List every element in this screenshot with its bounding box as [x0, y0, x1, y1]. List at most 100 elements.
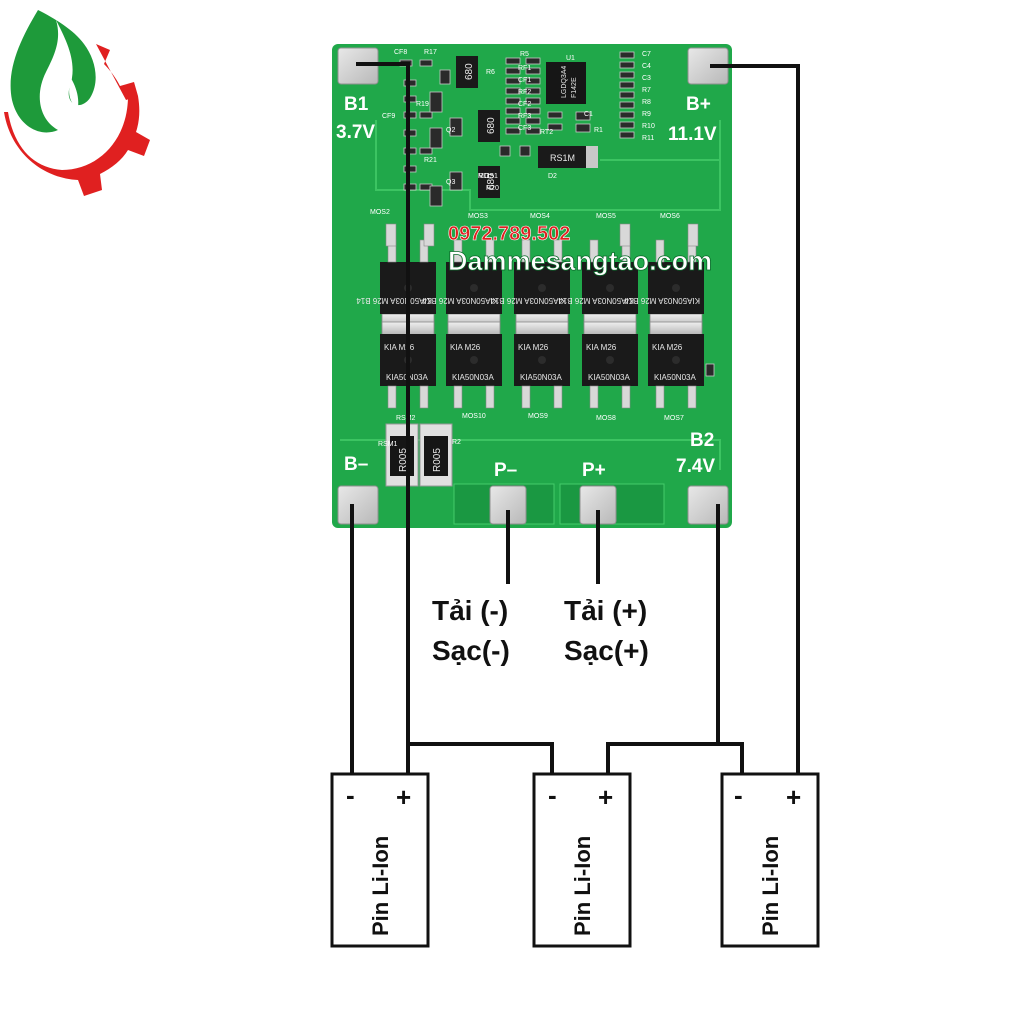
- ic-u1-marking: LGDQ3A4: [561, 66, 568, 98]
- silkscreen-ref: RSM1: [378, 441, 398, 448]
- smd-component: [439, 69, 451, 85]
- mosfet-leg: [453, 385, 463, 409]
- battery-cell-3: - + Pin Li-Ion: [720, 772, 820, 948]
- smd-component: [575, 111, 591, 121]
- silkscreen-ref: MOS1: [478, 173, 498, 180]
- charge-minus-label: Sạc(-): [432, 635, 510, 666]
- smd-component: [619, 51, 635, 59]
- shunt-marking: R005: [432, 448, 443, 472]
- pad-b2-name: B2: [690, 430, 714, 451]
- mosfet-marking: KIA50N03A M26 B14: [558, 296, 634, 305]
- smd-component: [619, 101, 635, 109]
- silkscreen-ref: R19: [416, 101, 429, 108]
- smd-component: [547, 111, 563, 119]
- silkscreen-ref: RF1: [518, 65, 531, 72]
- silkscreen-ref: R2: [452, 439, 461, 446]
- smd-component: [419, 147, 433, 155]
- silkscreen-ref: MOS7: [664, 415, 684, 422]
- battery-label: Pin Li-Ion: [758, 836, 783, 936]
- battery-body: [532, 772, 632, 948]
- mosfet-marking: KIA50N03A: [520, 373, 562, 382]
- mosfet: KIA M26: [514, 321, 570, 409]
- smd-component: [449, 171, 463, 191]
- mosfet-leg: [553, 239, 563, 263]
- diode-d2: [538, 146, 598, 168]
- smd-component: [619, 121, 635, 129]
- mosfet-marking: KIA50N03A M26 B14: [490, 296, 566, 305]
- flame-inner-icon: [47, 68, 79, 118]
- flame-gear-logo: [4, 10, 150, 196]
- mosfet-leg: [621, 385, 631, 409]
- pad-bminus-name: B–: [344, 454, 368, 475]
- pad-bminus: [337, 485, 379, 525]
- mosfet-dimple: [470, 284, 478, 292]
- mosfet: KIA M26: [446, 321, 502, 409]
- smd-component: [525, 67, 541, 75]
- mosfet-dimple: [672, 356, 680, 364]
- watermark-site: Dammesangtao.com: [448, 246, 712, 276]
- wire-b2-to-battery2-plus: [606, 504, 720, 780]
- battery-cell-2: - + Pin Li-Ion: [532, 772, 632, 948]
- smd-component: [519, 145, 531, 157]
- smd-component: [429, 91, 443, 113]
- pad-b1-voltage: 3.7V: [336, 122, 375, 143]
- smd-component: [505, 67, 521, 75]
- silkscreen-ref: C7: [642, 51, 651, 58]
- pcb-trace: [340, 439, 721, 470]
- mosfet-dimple: [538, 284, 546, 292]
- smd-component: [505, 77, 521, 85]
- battery-plus-terminal: +: [396, 782, 411, 812]
- pad-bplus-name: B+: [686, 94, 711, 115]
- mosfet-dimple: [470, 356, 478, 364]
- smd-component: [429, 185, 443, 207]
- silkscreen-ref: RT2: [540, 129, 553, 136]
- resistor-680-label: 680: [486, 117, 497, 134]
- smd-component: [505, 107, 521, 115]
- silkscreen-ref: C4: [642, 63, 651, 70]
- mosfet: KIA M26: [648, 321, 704, 409]
- mosfet: KIA M26: [380, 321, 436, 409]
- silkscreen-ref: R9: [642, 111, 651, 118]
- mosfet-leg: [385, 223, 397, 247]
- smd-component: [505, 117, 521, 125]
- silkscreen-ref: CF9: [382, 113, 395, 120]
- silkscreen-ref: R20: [486, 185, 499, 192]
- smd-component: [619, 61, 635, 69]
- charge-plus-label: Sạc(+): [564, 635, 649, 666]
- diode-d2-marking: RS1M: [550, 153, 575, 163]
- mosfet-marking: KIA50N03A: [588, 373, 630, 382]
- silkscreen-ref: C1: [584, 111, 593, 118]
- smd-component: [419, 59, 433, 67]
- pad-pplus-name: P+: [582, 460, 606, 481]
- mosfet-leg: [589, 385, 599, 409]
- smd-component: [575, 123, 591, 133]
- pad-pminus-name: P–: [494, 460, 517, 481]
- battery-minus-terminal: -: [346, 780, 355, 810]
- battery-minus-terminal: -: [548, 780, 557, 810]
- pcb-trace: [375, 120, 721, 211]
- silkscreen-ref: CF8: [394, 49, 407, 56]
- smd-component: [525, 97, 541, 105]
- pad-bplus-voltage: 11.1V: [668, 124, 717, 145]
- mosfet-leg: [419, 385, 429, 409]
- smd-component: [505, 127, 521, 135]
- mosfet-leg: [485, 385, 495, 409]
- resistor-680-label: 680: [464, 63, 475, 80]
- battery-label: Pin Li-Ion: [368, 836, 393, 936]
- silkscreen-ref: D2: [548, 173, 557, 180]
- mosfet-tab: [515, 321, 569, 337]
- wire-b1-to-battery1-plus: [356, 62, 410, 780]
- wire-b1-to-battery2-minus: [408, 742, 554, 780]
- silkscreen-ref: R1: [594, 127, 603, 134]
- smd-component: [525, 77, 541, 85]
- mosfet-marking: KIA50N03A: [452, 373, 494, 382]
- diode-d2-band: [586, 146, 598, 168]
- smd-component: [525, 117, 541, 125]
- mosfet-dimple: [606, 284, 614, 292]
- pcb-trace: [600, 159, 721, 190]
- silkscreen-ref: MOS5: [596, 213, 616, 220]
- mosfet-marking: KIA M26: [518, 343, 549, 352]
- silkscreen-ref: R5: [520, 51, 529, 58]
- silkscreen-ref: R21: [424, 157, 437, 164]
